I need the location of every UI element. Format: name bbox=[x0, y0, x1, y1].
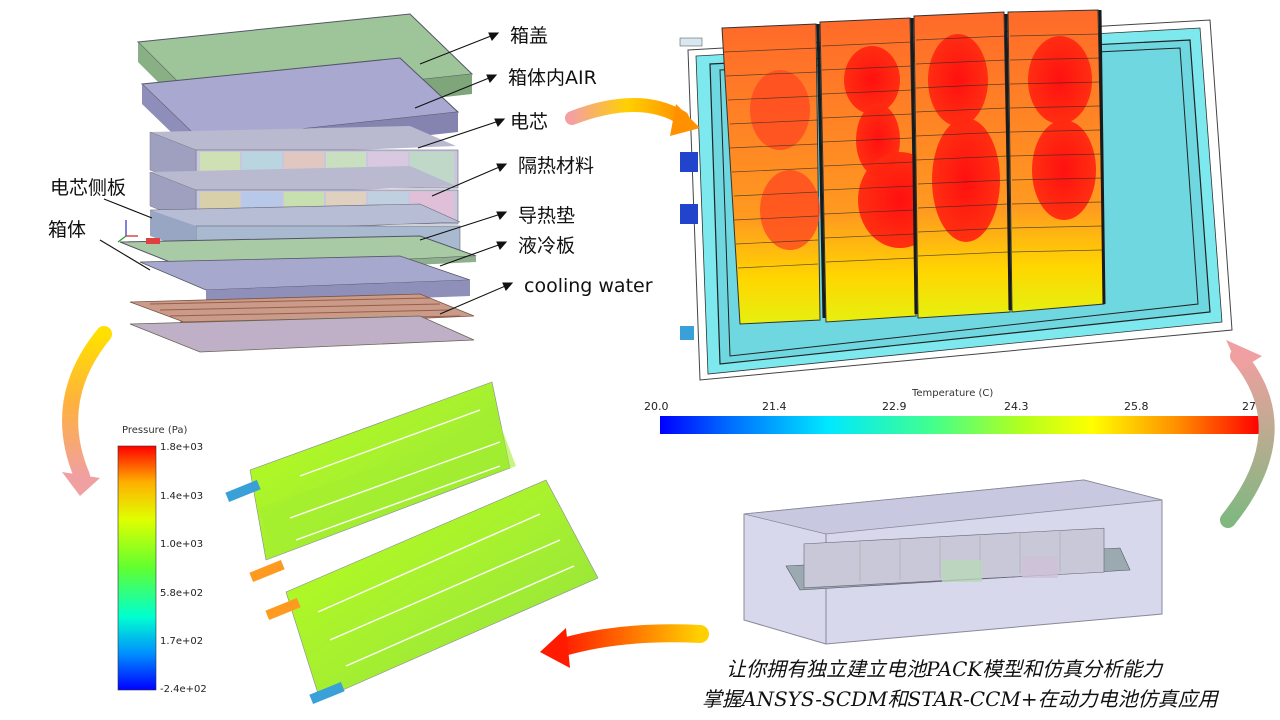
label-cell: 电芯 bbox=[510, 111, 548, 133]
component-labels: 箱盖 箱体内AIR 电芯 隔热材料 电芯侧板 箱体 导热垫 液冷板 coolin… bbox=[48, 25, 653, 297]
temp-tick-4: 25.8 bbox=[1124, 400, 1149, 413]
temp-tick-0: 20.0 bbox=[644, 400, 669, 413]
cold-plate-pressure-view bbox=[225, 381, 599, 705]
pres-tick-0: 1.8e+03 bbox=[160, 442, 203, 453]
label-thermal-pad: 导热垫 bbox=[518, 205, 575, 227]
arrow-to-temperature bbox=[565, 98, 689, 125]
arrow-to-enclosure bbox=[1220, 348, 1275, 528]
exploded-pack-view bbox=[117, 13, 477, 353]
label-box: 箱体 bbox=[48, 219, 86, 241]
arrow-to-cold-plate bbox=[551, 624, 709, 657]
temperature-ticks: 20.0 21.4 22.9 24.3 25.8 27.2 bbox=[644, 400, 1267, 413]
module-3 bbox=[913, 11, 1011, 319]
label-cold-plate: 液冷板 bbox=[518, 235, 575, 257]
pres-tick-1: 1.4e+03 bbox=[160, 491, 203, 502]
label-cooling-water: cooling water bbox=[524, 275, 653, 297]
temp-tick-1: 21.4 bbox=[762, 400, 787, 413]
temperature-legend-title: Temperature (C) bbox=[911, 388, 993, 399]
temperature-gradient bbox=[660, 416, 1260, 434]
pres-tick-2: 1.0e+03 bbox=[160, 539, 203, 550]
pressure-legend-title: Pressure (Pa) bbox=[122, 425, 187, 436]
arrow-to-pressure bbox=[62, 326, 112, 484]
pres-tick-3: 5.8e+02 bbox=[160, 588, 203, 599]
temperature-colorbar: Temperature (C) 20.0 21.4 22.9 24.3 25.8… bbox=[644, 388, 1267, 434]
label-insulation: 隔热材料 bbox=[518, 155, 594, 177]
pressure-ticks: 1.8e+03 1.4e+03 1.0e+03 5.8e+02 1.7e+02 … bbox=[160, 442, 207, 695]
temp-tick-3: 24.3 bbox=[1004, 400, 1029, 413]
pipe-connectors bbox=[225, 479, 345, 705]
module-4 bbox=[1007, 9, 1105, 313]
pres-tick-5: -2.4e+02 bbox=[160, 684, 207, 695]
caption-line-2: 掌握ANSYS-SCDM和STAR-CCM+在动力电池仿真应用 bbox=[702, 687, 1220, 711]
flow-arrows bbox=[62, 98, 1275, 668]
label-side-plate: 电芯侧板 bbox=[50, 177, 126, 199]
pressure-gradient bbox=[117, 445, 157, 691]
caption: 让你拥有独立建立电池PACK模型和仿真分析能力 掌握ANSYS-SCDM和STA… bbox=[702, 657, 1220, 711]
pres-tick-4: 1.7e+02 bbox=[160, 636, 203, 647]
leader-lines bbox=[99, 32, 514, 315]
enclosure-view bbox=[743, 479, 1163, 645]
temp-tick-2: 22.9 bbox=[882, 400, 907, 413]
label-lid: 箱盖 bbox=[510, 25, 548, 47]
temperature-contour-view bbox=[679, 9, 1233, 381]
label-air: 箱体内AIR bbox=[508, 67, 597, 89]
caption-line-1: 让你拥有独立建立电池PACK模型和仿真分析能力 bbox=[726, 657, 1164, 681]
pressure-colorbar: Pressure (Pa) 1.8e+03 1.4e+03 1.0e+03 5.… bbox=[117, 425, 207, 695]
